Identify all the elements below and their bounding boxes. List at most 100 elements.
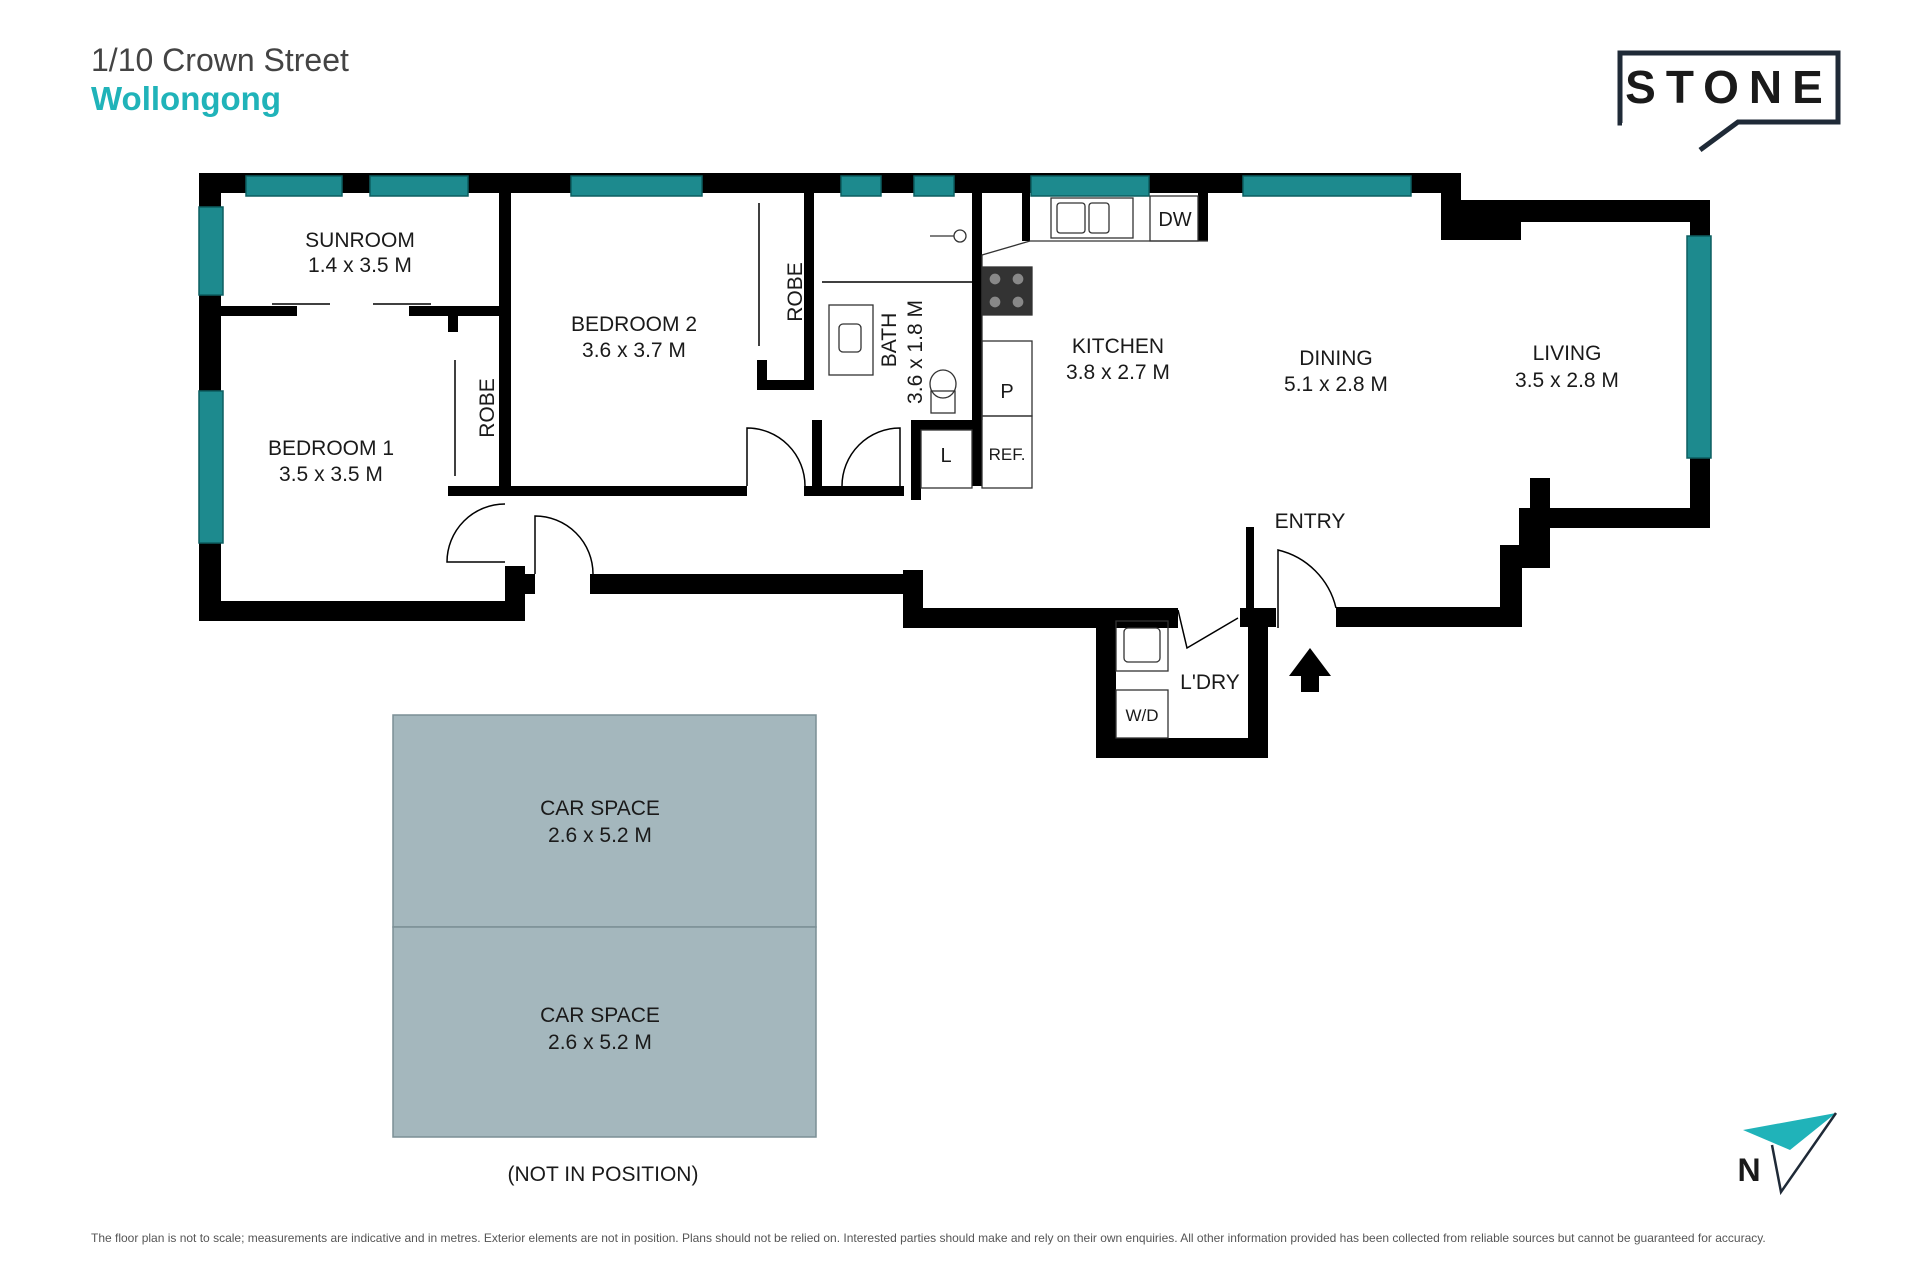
fixture-labels: DW P L REF. W/D [940,209,1191,725]
compass-outline-icon [1770,1112,1838,1196]
window-bed2 [570,175,703,197]
wall-sunroom-1 [221,306,297,316]
pantry-label: P [1000,381,1013,403]
entry-label: ENTRY [1275,510,1346,533]
wall-bottom-right [1336,607,1522,627]
pantry-box [981,340,1033,417]
wall-right-bottom [1530,508,1710,528]
wall-bath-right [972,193,982,486]
wall-laundry-top [1116,608,1178,628]
fridge-label: REF. [989,445,1026,464]
window-sunroom-2 [369,175,469,197]
door-corridor [534,515,594,575]
wall-corridor-bottom [590,574,923,594]
window-living [1686,235,1712,459]
bath-size: 3.6 x 1.8 M [904,300,927,404]
wall-jog-4 [1500,545,1522,627]
stone-logo: STONE [1617,50,1841,153]
wall-laundry-left [1096,608,1116,758]
wall-dw-right [1198,193,1208,241]
door-bath [841,427,901,487]
wall-bed-divider [499,193,511,496]
fridge-box [981,415,1033,489]
cooktop-icon [981,266,1033,316]
window-kitchen [1030,175,1150,197]
toilet-cistern [930,390,956,414]
wall-entry-partition [1246,527,1254,608]
room-labels: SUNROOM 1.4 x 3.5 M BEDROOM 2 3.6 x 3.7 … [268,229,1619,694]
window-dining [1242,175,1412,197]
dining-size: 5.1 x 2.8 M [1284,373,1388,396]
sink-bowl-2 [1088,202,1110,234]
wall-linen-left [911,420,921,500]
toilet-icon [929,369,957,399]
living-size: 3.5 x 2.8 M [1515,369,1619,392]
compass-arrow-icon [1743,1113,1836,1150]
fixtures [828,195,1208,739]
logo-text: STONE [1625,61,1833,113]
bedroom1-name: BEDROOM 1 [268,437,394,460]
wall-bath-left [812,420,822,496]
door-laundry [1177,609,1239,650]
dining-name: DINING [1299,347,1373,370]
sunroom-name: SUNROOM [305,229,415,252]
property-suburb: Wollongong [91,80,281,117]
window-sunroom-side [198,206,224,296]
burner-2 [1011,272,1025,286]
robe1-label: ROBE [476,378,499,438]
washer-dryer-box [1115,689,1169,739]
sink-bowl-1 [1056,202,1086,234]
property-address: 1/10 Crown Street [91,42,349,78]
car-space-2 [392,926,817,1138]
bedroom2-name: BEDROOM 2 [571,313,697,336]
laundry-label: L'DRY [1180,671,1240,694]
wall-laundry-bottom [1096,738,1268,758]
bedroom2-size: 3.6 x 3.7 M [582,339,686,362]
laundry-tub-bowl [1123,627,1161,663]
bath-name: BATH [878,313,901,367]
window-bath-2 [913,175,955,197]
wall-kitchen-inner [1022,193,1030,241]
window-bed1 [198,390,224,544]
car-space-2-name: CAR SPACE [540,1004,660,1027]
door-bed1 [446,503,506,563]
interior-walls [221,193,1254,608]
north-compass: N [1737,1112,1838,1196]
burner-4 [1011,295,1025,309]
door-bed2 [746,427,806,487]
linen-box [920,429,973,489]
car-space-1-size: 2.6 x 5.2 M [548,824,652,847]
wall-sunroom-3 [448,306,458,332]
door-entry [1277,549,1337,628]
washer-dryer-label: W/D [1125,706,1158,725]
car-space-1 [392,714,817,928]
dw-label: DW [1158,209,1191,231]
disclaimer-text: The floor plan is not to scale; measurem… [91,1231,1766,1245]
sunroom-size: 1.4 x 3.5 M [308,254,412,277]
linen-label: L [940,445,951,467]
kitchen-counter [981,240,1208,420]
burner-1 [988,272,1002,286]
window-bath-1 [840,175,882,197]
shower-icon [953,229,967,243]
burner-3 [988,295,1002,309]
car-space-1-name: CAR SPACE [540,797,660,820]
vanity-icon [828,304,874,376]
car-space-2-size: 2.6 x 5.2 M [548,1031,652,1054]
wall-bed2-right [804,193,814,389]
robe2-label: ROBE [784,262,807,322]
window-sunroom-1 [245,175,343,197]
living-name: LIVING [1533,342,1602,365]
wall-corridor-top-1 [511,486,747,496]
laundry-tub-icon [1115,620,1169,672]
compass-label: N [1737,1152,1760,1188]
wall-corridor-top-2 [804,486,904,496]
kitchen-name: KITCHEN [1072,335,1164,358]
wall-top-living [1500,200,1710,222]
doors [272,203,1337,650]
wall-bed2-robe-side [757,360,767,390]
wall-bed2-robe-bottom [757,380,814,390]
wall-bed1-jog [505,566,525,621]
kitchen-size: 3.8 x 2.7 M [1066,361,1170,384]
